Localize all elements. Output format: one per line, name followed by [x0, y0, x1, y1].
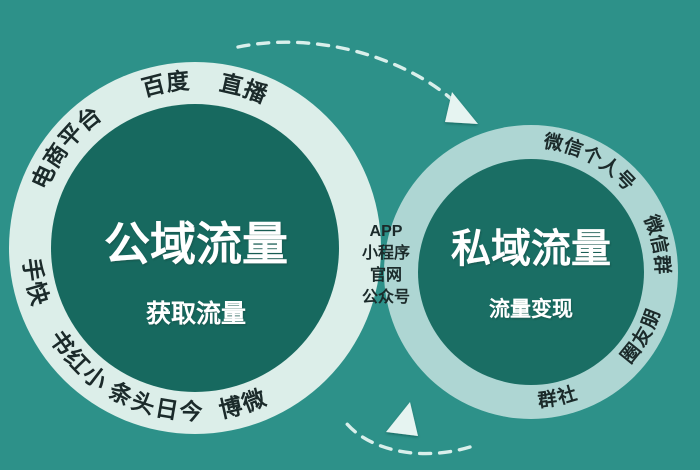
- overlap-channel-line: 公众号: [362, 287, 410, 306]
- flow-arrow-top: [236, 40, 478, 124]
- left-ring-label-glyph: 日: [153, 394, 181, 424]
- right-circle-subtitle: 流量变现: [489, 297, 573, 321]
- overlap-channel-line: 官网: [370, 265, 402, 284]
- flow-arrow-top-path: [236, 40, 461, 108]
- left-circle-title: 公域流量: [104, 218, 288, 270]
- left-ring-label-glyph: 度: [165, 67, 191, 95]
- left-ring-label-3: 直播: [217, 69, 271, 108]
- flow-arrow-bottom-head: [386, 402, 418, 436]
- right-ring-label-2: 微信群: [639, 211, 674, 276]
- overlap-channel-line: APP: [370, 223, 403, 240]
- left-ring-label-glyph: 直: [217, 69, 246, 100]
- overlap-channel-line: 小程序: [362, 243, 410, 262]
- private-domain-circle: [384, 125, 678, 419]
- left-circle-subtitle: 获取流量: [146, 300, 246, 328]
- right-ring-label-glyph: 微: [541, 129, 566, 155]
- right-ring-label-glyph: 信: [646, 232, 673, 256]
- flow-arrow-top-head: [445, 92, 478, 124]
- left-inner-core: [51, 104, 339, 392]
- right-circle-title: 私域流量: [451, 227, 611, 271]
- right-ring-label-glyph: 群: [650, 253, 674, 275]
- right-ring-label-glyph: 群: [535, 387, 559, 413]
- right-inner-core: [418, 159, 644, 385]
- flow-arrow-bottom-path: [345, 422, 472, 456]
- left-ring-label-glyph: 今: [179, 398, 204, 425]
- flow-arrow-bottom: [345, 402, 472, 456]
- left-ring-label-glyph: 博: [217, 392, 246, 423]
- left-ring-label-2: 百度: [139, 67, 192, 101]
- public-domain-circle: [9, 62, 381, 434]
- left-ring-label-glyph: 手: [18, 256, 47, 283]
